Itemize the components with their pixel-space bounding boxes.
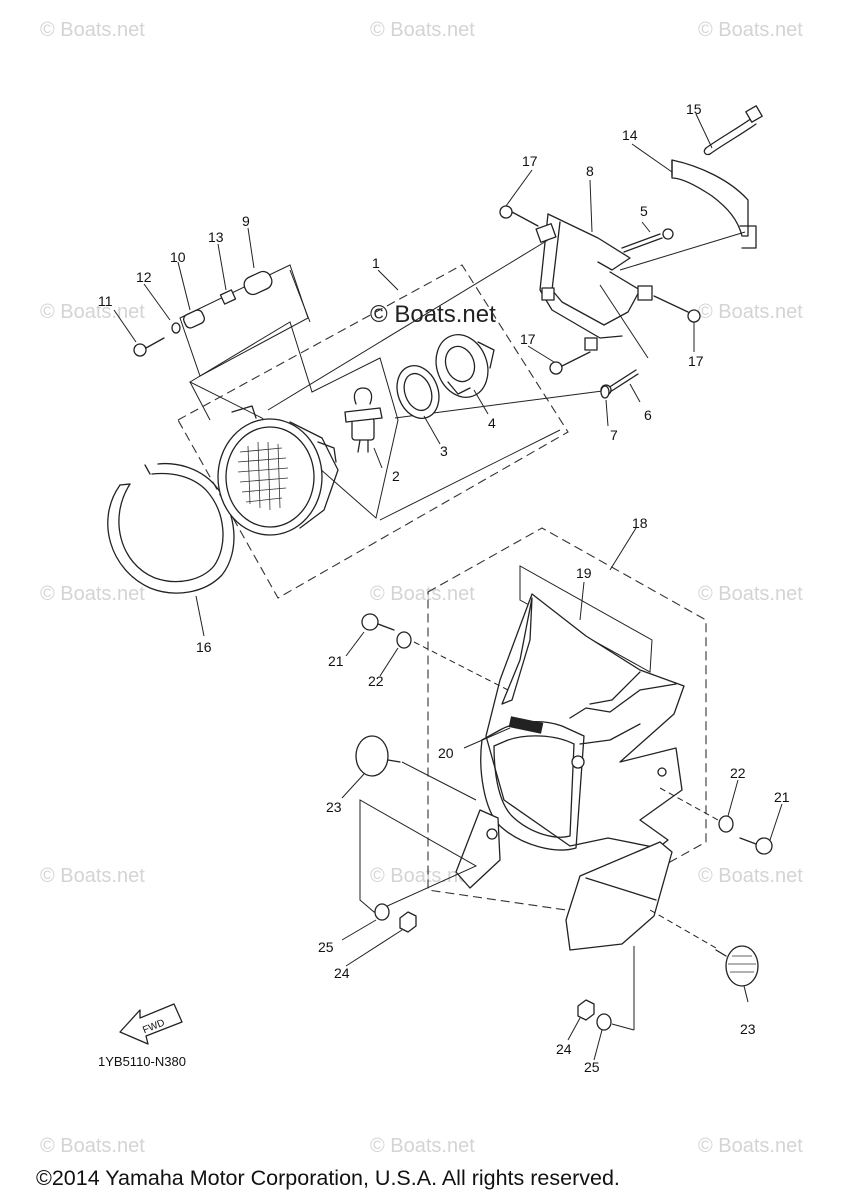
callout-24-left: 24 [334, 965, 350, 981]
part-14-plate [671, 159, 757, 249]
callout-19: 19 [576, 565, 592, 581]
callout-21-left: 21 [328, 653, 344, 669]
part-23-grommet-left [355, 735, 401, 777]
part-24-nut-left [399, 911, 417, 933]
watermark: © Boats.net [40, 865, 145, 887]
watermark: © Boats.net [698, 1135, 803, 1157]
copyright-notice: ©2014 Yamaha Motor Corporation, U.S.A. A… [36, 1166, 620, 1190]
part-21-bolt-left [361, 613, 395, 631]
callout-5: 5 [640, 203, 648, 219]
callout-22-left: 22 [368, 673, 384, 689]
part-10-collar [182, 309, 206, 329]
fwd-arrow-icon: FWD [119, 1003, 183, 1045]
part-17-bolt-right [653, 295, 701, 323]
callout-8: 8 [586, 163, 594, 179]
callout-9: 9 [242, 213, 250, 229]
part-20-emblem [508, 716, 544, 734]
part-3-bulb-holder [396, 365, 440, 419]
watermark: © Boats.net [698, 865, 803, 887]
callout-4: 4 [488, 415, 496, 431]
part-22-collar-right [718, 815, 734, 833]
callout-15: 15 [686, 101, 702, 117]
watermark: © Boats.net [698, 19, 803, 41]
callout-12: 12 [136, 269, 152, 285]
callout-18: 18 [632, 515, 648, 531]
part-9-damper [243, 270, 273, 296]
callout-3: 3 [440, 443, 448, 459]
part-15-band [703, 105, 763, 156]
watermark: © Boats.net [40, 301, 145, 323]
callout-17-middle: 17 [520, 331, 536, 347]
headlight-unit [217, 405, 339, 536]
callout-11: 11 [98, 293, 113, 309]
watermark: © Boats.net [40, 583, 145, 605]
part-13-nut [219, 289, 237, 305]
callout-16: 16 [196, 639, 212, 655]
diagram-code: 1YB5110-N380 [98, 1054, 186, 1069]
watermark: © Boats.net [370, 1135, 475, 1157]
part-23-grommet-right [715, 945, 759, 987]
part-12-washer [171, 322, 181, 334]
callout-22-right: 22 [730, 765, 746, 781]
callout-10: 10 [170, 249, 186, 265]
part-17-bolt-upper [499, 205, 539, 227]
callout-2: 2 [392, 468, 400, 484]
part-5-screw [621, 228, 674, 253]
part-2-bulb [344, 387, 383, 453]
watermark: © Boats.net [40, 19, 145, 41]
assembly-19-frame [519, 565, 653, 673]
fastener-frame-left [359, 799, 478, 913]
callout-1: 1 [372, 255, 380, 271]
callout-24-right: 24 [556, 1041, 572, 1057]
watermark: © Boats.net [370, 19, 475, 41]
part-25-washer-left [374, 903, 390, 921]
callout-17-right: 17 [688, 353, 704, 369]
callout-20: 20 [438, 745, 454, 761]
part-24-nut-right [577, 999, 595, 1021]
callout-13: 13 [208, 229, 224, 245]
part-8-headlight-bracket [535, 213, 653, 351]
part-25-washer-right [596, 1013, 612, 1031]
right-side-shroud [565, 841, 673, 951]
watermark: © Boats.net [698, 583, 803, 605]
assembly-18-frame [427, 527, 707, 913]
assembly-1-frame [177, 264, 569, 599]
part-17-bolt-middle [549, 351, 591, 375]
watermark: © Boats.net [370, 583, 475, 605]
callout-17-upper: 17 [522, 153, 538, 169]
part-4-bulb-cover [435, 334, 495, 398]
callout-14: 14 [622, 127, 638, 143]
watermark: © Boats.net [370, 865, 475, 887]
part-22-collar-left [396, 631, 412, 649]
callout-25-right: 25 [584, 1059, 600, 1075]
part-11-bolt [133, 337, 165, 357]
callout-21-right: 21 [774, 789, 790, 805]
part-16-headlight-rim [107, 462, 235, 594]
watermark: © Boats.net [40, 1135, 145, 1157]
callout-25-left: 25 [318, 939, 334, 955]
callout-23-right: 23 [740, 1021, 756, 1037]
watermark-layer: © Boats.net © Boats.net © Boats.net © Bo… [40, 19, 803, 1157]
callout-6: 6 [644, 407, 652, 423]
left-side-shroud [455, 809, 501, 889]
callout-23-left: 23 [326, 799, 342, 815]
center-watermark: © Boats.net [370, 301, 496, 328]
part-21-bolt-right [739, 837, 773, 855]
callout-labels: 1 2 3 4 5 6 7 8 9 10 11 12 13 14 15 16 1… [98, 101, 790, 1075]
watermark: © Boats.net [698, 301, 803, 323]
part-7-washer [600, 385, 610, 399]
callout-7: 7 [610, 427, 618, 443]
